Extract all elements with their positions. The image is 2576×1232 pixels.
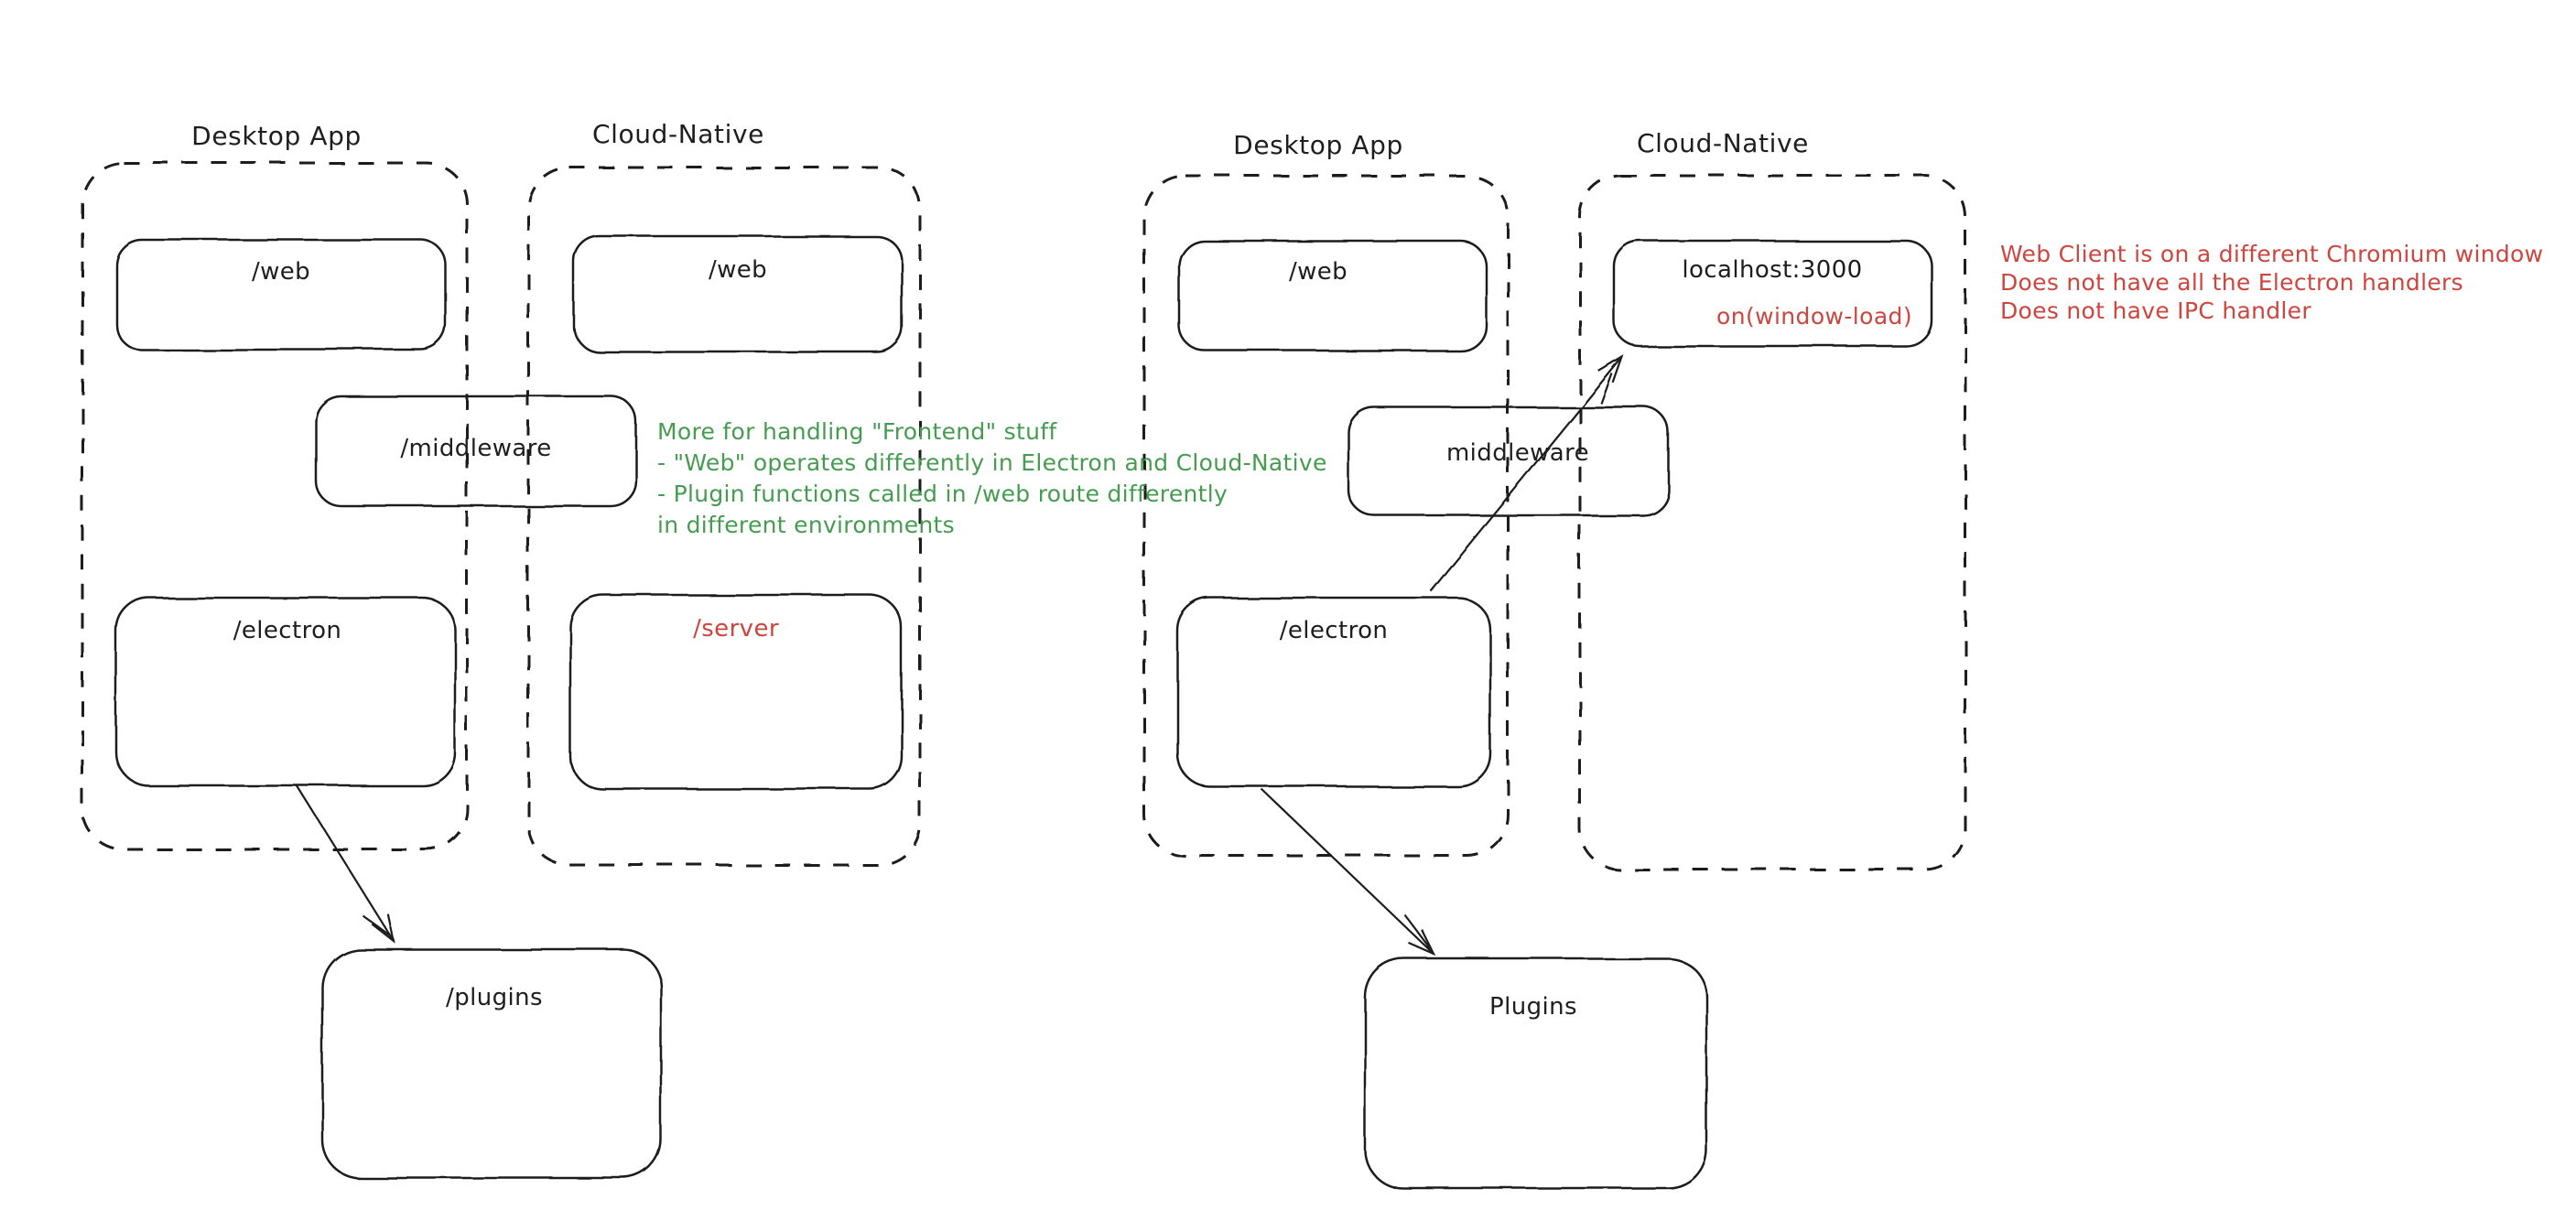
left-electron-label: /electron	[233, 617, 342, 644]
red-note-line: Does not have all the Electron handlers	[2000, 269, 2463, 296]
right-localhost-event-label: on(window-load)	[1716, 303, 1912, 330]
right-web-label: /web	[1288, 258, 1348, 286]
left-plugins-label: /plugins	[446, 984, 543, 1011]
left-middleware-label: /middleware	[400, 435, 552, 462]
left-electron-box	[114, 596, 457, 787]
right-localhost-label: localhost:3000	[1682, 256, 1863, 284]
left-server-box	[568, 593, 904, 791]
green-note-line: More for handling "Frontend" stuff	[657, 418, 1057, 445]
right-electron-to-localhost-arrow	[1430, 354, 1625, 592]
green-note-line: - Plugin functions called in /web route …	[657, 481, 1228, 507]
right-electron-box	[1175, 596, 1492, 788]
left-web-cloud-label: /web	[708, 256, 768, 284]
right-plugins-label: Plugins	[1489, 993, 1577, 1021]
green-note-line: in different environments	[657, 512, 955, 538]
right-middleware-box	[1347, 405, 1671, 517]
left-web-cloud-box	[572, 234, 904, 353]
left-plugins-box	[320, 947, 663, 1180]
green-note: More for handling "Frontend" stuff - "We…	[657, 416, 1327, 541]
right-cloud-container	[1578, 174, 1967, 871]
right-localhost-box	[1612, 239, 1933, 348]
left-cloud-container	[526, 166, 922, 867]
left-desktop-group-label: Desktop App	[191, 121, 362, 151]
right-middleware-label: middleware	[1445, 439, 1590, 467]
left-cloud-group-label: Cloud-Native	[592, 119, 764, 149]
left-server-label: /server	[693, 615, 779, 643]
left-electron-to-plugins-arrow	[296, 784, 395, 944]
left-desktop-container	[81, 161, 469, 851]
right-plugins-box	[1363, 956, 1708, 1190]
right-electron-label: /electron	[1279, 617, 1389, 644]
right-cloud-group-label: Cloud-Native	[1637, 128, 1809, 158]
red-note: Web Client is on a different Chromium wi…	[2000, 240, 2543, 325]
left-middleware-box	[314, 394, 638, 508]
right-electron-to-plugins-arrow	[1261, 788, 1436, 956]
right-desktop-group-label: Desktop App	[1233, 130, 1403, 160]
green-note-line: - "Web" operates differently in Electron…	[657, 449, 1327, 476]
red-note-line: Does not have IPC handler	[2000, 297, 2311, 324]
left-web-desktop-box	[114, 238, 448, 351]
left-web-desktop-label: /web	[251, 258, 311, 286]
right-web-box	[1177, 239, 1488, 352]
red-note-line: Web Client is on a different Chromium wi…	[2000, 241, 2544, 267]
